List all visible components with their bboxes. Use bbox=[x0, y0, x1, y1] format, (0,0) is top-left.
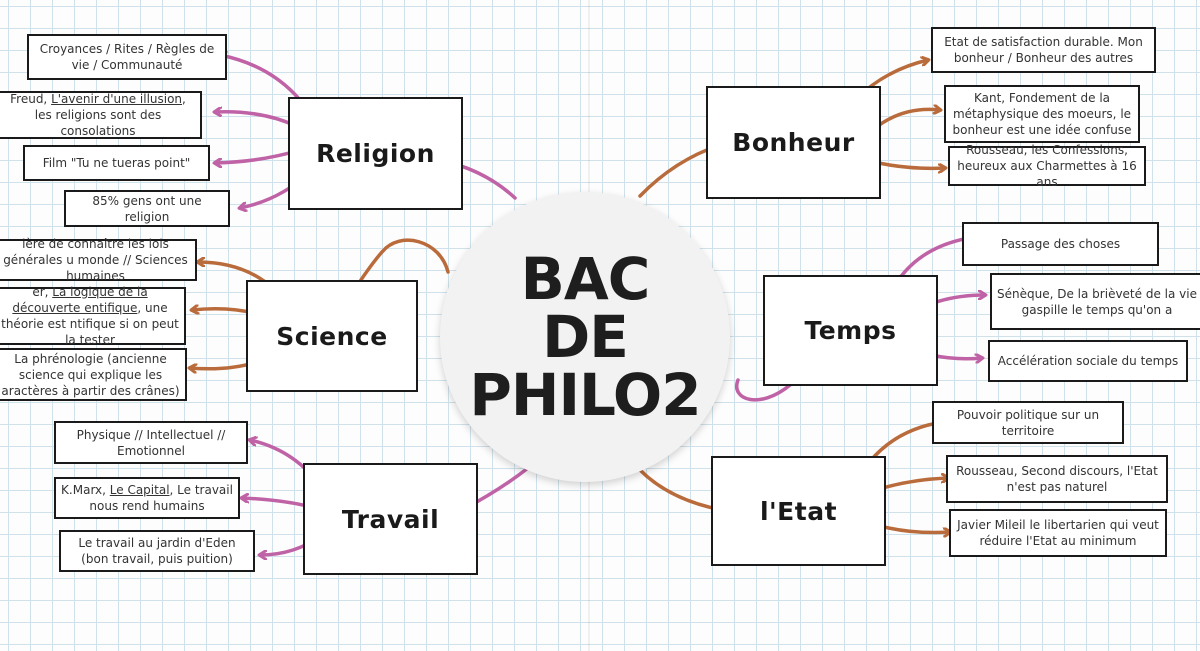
religion-note-3: Film "Tu ne tueras point" bbox=[23, 145, 210, 181]
etat-note-3: Javier Mileil le libertarien qui veut ré… bbox=[949, 509, 1167, 557]
travail-note-1: Physique // Intellectuel // Emotionnel bbox=[54, 421, 248, 464]
religion-note-4: 85% gens ont une religion bbox=[64, 190, 230, 227]
topic-science: Science bbox=[246, 280, 418, 392]
topic-religion: Religion bbox=[288, 97, 463, 210]
temps-note-3: Accélération sociale du temps bbox=[988, 340, 1188, 382]
science-note-2: er, La logique de la découverte entifiqu… bbox=[0, 285, 186, 347]
temps-note-2: Sénèque, De la brièveté de la vie gaspil… bbox=[990, 273, 1200, 330]
central-title-circle: BAC DE PHILO2 bbox=[440, 192, 730, 482]
arrow-center-etat bbox=[638, 468, 722, 510]
topic-science-label: Science bbox=[276, 321, 388, 351]
topic-travail: Travail bbox=[303, 463, 478, 575]
etat-note-1: Pouvoir politique sur un territoire bbox=[932, 401, 1124, 444]
center-title-line1: BAC bbox=[520, 245, 651, 313]
topic-bonheur-label: Bonheur bbox=[732, 128, 855, 157]
topic-bonheur: Bonheur bbox=[706, 86, 881, 199]
travail-note-2: K.Marx, Le Capital, Le travail nous rend… bbox=[54, 477, 240, 519]
temps-note-1: Passage des choses bbox=[962, 222, 1159, 266]
religion-note-2: Freud, L'avenir d'une illusion, les reli… bbox=[0, 91, 202, 139]
religion-note-1: Croyances / Rites / Règles de vie / Comm… bbox=[27, 34, 227, 80]
travail-note-3: Le travail au jardin d'Eden (bon travail… bbox=[59, 530, 255, 572]
topic-temps: Temps bbox=[763, 275, 938, 386]
bonheur-note-1: Etat de satisfaction durable. Mon bonheu… bbox=[931, 27, 1156, 73]
center-title-line2: DE bbox=[542, 303, 629, 371]
center-title-line3: PHILO2 bbox=[469, 361, 701, 429]
science-note-3: La phrénologie (ancienne science qui exp… bbox=[0, 348, 187, 401]
topic-temps-label: Temps bbox=[804, 316, 897, 345]
bonheur-note-2: Kant, Fondement de la métaphysique des m… bbox=[944, 85, 1140, 143]
etat-note-2: Rousseau, Second discours, l'Etat n'est … bbox=[946, 455, 1168, 503]
science-note-1: ière de connaître les lois générales u m… bbox=[0, 237, 197, 283]
bonheur-note-3: Rousseau, les Confessions, heureux aux C… bbox=[948, 143, 1146, 189]
topic-etat: l'Etat bbox=[711, 456, 886, 566]
topic-etat-label: l'Etat bbox=[759, 496, 838, 526]
topic-travail-label: Travail bbox=[341, 504, 440, 534]
topic-religion-label: Religion bbox=[316, 139, 435, 168]
